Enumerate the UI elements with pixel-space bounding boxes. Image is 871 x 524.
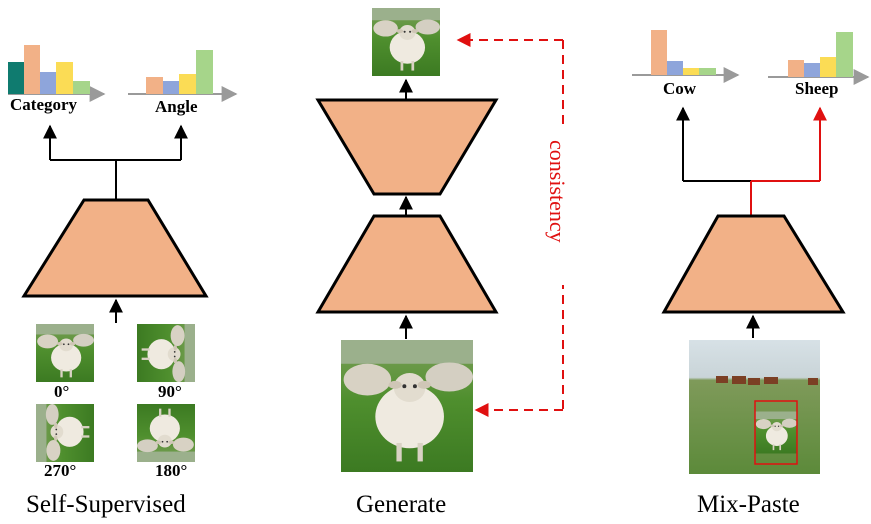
angle-bar-3 bbox=[179, 74, 196, 94]
mix-paste-panel bbox=[632, 30, 870, 474]
rotation-label-180: 180° bbox=[155, 461, 188, 480]
self-supervised-branch-arrows bbox=[43, 124, 188, 200]
category-label: Category bbox=[10, 95, 78, 114]
sheep-bar-1 bbox=[788, 60, 804, 77]
angle-label: Angle bbox=[155, 97, 198, 116]
angle-bar-4 bbox=[196, 50, 213, 94]
cow-bar-1 bbox=[651, 30, 667, 75]
mix-paste-title: Mix-Paste bbox=[697, 491, 800, 518]
generate-input-image bbox=[341, 340, 473, 472]
cow-bar-4 bbox=[699, 68, 716, 75]
generate-decoder bbox=[315, 98, 499, 196]
cow-histogram bbox=[632, 30, 740, 83]
pasted-sheep-patch bbox=[754, 400, 798, 465]
consistency-label: consistency bbox=[545, 140, 570, 243]
mix-paste-input-image bbox=[689, 340, 820, 474]
sheep-label: Sheep bbox=[795, 79, 839, 98]
rotation-thumb-90 bbox=[137, 324, 195, 382]
category-bar-2 bbox=[24, 45, 40, 94]
mix-paste-branch-arrows bbox=[676, 106, 827, 216]
angle-bar-2 bbox=[163, 81, 179, 94]
generate-panel bbox=[315, 8, 578, 472]
sheep-bar-4 bbox=[836, 32, 853, 77]
category-histogram bbox=[8, 45, 106, 102]
generate-title: Generate bbox=[356, 491, 447, 518]
self-supervised-title: Self-Supervised bbox=[26, 491, 186, 518]
generate-encoder bbox=[315, 214, 499, 314]
category-bar-3 bbox=[40, 72, 56, 94]
cow-label: Cow bbox=[663, 79, 697, 98]
rotation-thumb-0 bbox=[36, 324, 94, 382]
self-supervised-encoder bbox=[21, 198, 209, 298]
self-supervised-panel bbox=[8, 45, 238, 462]
cow-bar-3 bbox=[683, 68, 699, 75]
generated-image bbox=[372, 8, 440, 76]
cow-bar-2 bbox=[667, 61, 683, 75]
sheep-histogram bbox=[768, 32, 870, 85]
sheep-bar-3 bbox=[820, 57, 836, 77]
rotation-thumb-180 bbox=[137, 404, 195, 462]
angle-bar-1 bbox=[146, 77, 163, 94]
angle-histogram bbox=[128, 50, 238, 102]
rotation-label-270: 270° bbox=[44, 461, 77, 480]
category-bar-5 bbox=[73, 81, 90, 94]
category-bar-4 bbox=[56, 62, 73, 94]
mix-paste-encoder bbox=[661, 214, 846, 314]
rotation-thumb-270 bbox=[36, 404, 94, 462]
rotation-label-0: 0° bbox=[54, 382, 70, 401]
category-bar-1 bbox=[8, 62, 24, 94]
rotation-label-90: 90° bbox=[158, 382, 182, 401]
sheep-bar-2 bbox=[804, 63, 820, 77]
